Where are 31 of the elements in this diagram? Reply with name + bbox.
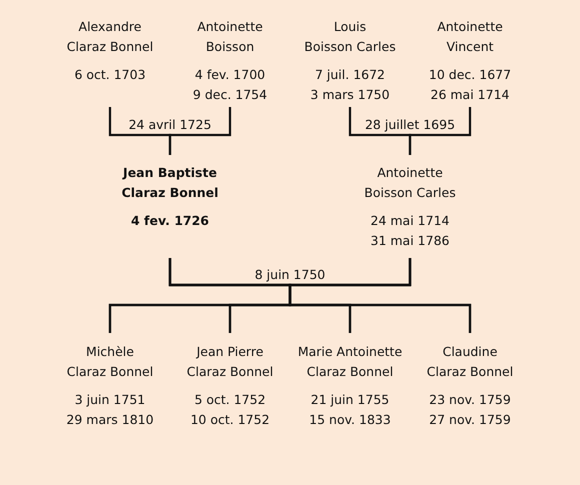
person-name: Antoinette Vincent bbox=[437, 18, 503, 56]
life-date: 24 mai 1714 bbox=[370, 212, 450, 230]
life-date: 21 juin 1755 bbox=[310, 391, 390, 409]
family-line bbox=[168, 107, 232, 155]
life-date: 4 fev. 1726 bbox=[131, 212, 209, 230]
life-date: 10 oct. 1752 bbox=[190, 411, 270, 429]
life-date: 29 mars 1810 bbox=[66, 411, 154, 429]
life-date: 31 mai 1786 bbox=[370, 232, 450, 250]
life-date: 9 dec. 1754 bbox=[192, 86, 268, 104]
life-date: 26 mai 1714 bbox=[430, 86, 510, 104]
person-name: Louis Boisson Carles bbox=[304, 18, 396, 56]
life-date: 3 juin 1751 bbox=[74, 391, 146, 409]
person-name: Claudine Claraz Bonnel bbox=[426, 343, 514, 381]
life-date: 4 fev. 1700 bbox=[194, 66, 266, 84]
life-date: 6 oct. 1703 bbox=[74, 66, 146, 84]
person-name: Antoinette Boisson Carles bbox=[364, 164, 456, 202]
life-date: 3 mars 1750 bbox=[310, 86, 390, 104]
person-name: Marie Antoinette Claraz Bonnel bbox=[298, 343, 402, 381]
family-line bbox=[288, 258, 472, 333]
life-date: 15 nov. 1833 bbox=[309, 411, 391, 429]
life-date: 7 juil. 1672 bbox=[314, 66, 386, 84]
person-name: Michèle Claraz Bonnel bbox=[66, 343, 154, 381]
life-date: 27 nov. 1759 bbox=[429, 411, 511, 429]
life-date: 5 oct. 1752 bbox=[194, 391, 266, 409]
person-name: Jean Baptiste Claraz Bonnel bbox=[122, 164, 218, 202]
life-date: 23 nov. 1759 bbox=[429, 391, 511, 409]
person-name: Antoinette Boisson bbox=[197, 18, 263, 56]
family-line bbox=[408, 107, 472, 155]
life-date: 10 dec. 1677 bbox=[428, 66, 512, 84]
person-name: Alexandre Claraz Bonnel bbox=[66, 18, 154, 56]
person-name: Jean Pierre Claraz Bonnel bbox=[186, 343, 274, 381]
